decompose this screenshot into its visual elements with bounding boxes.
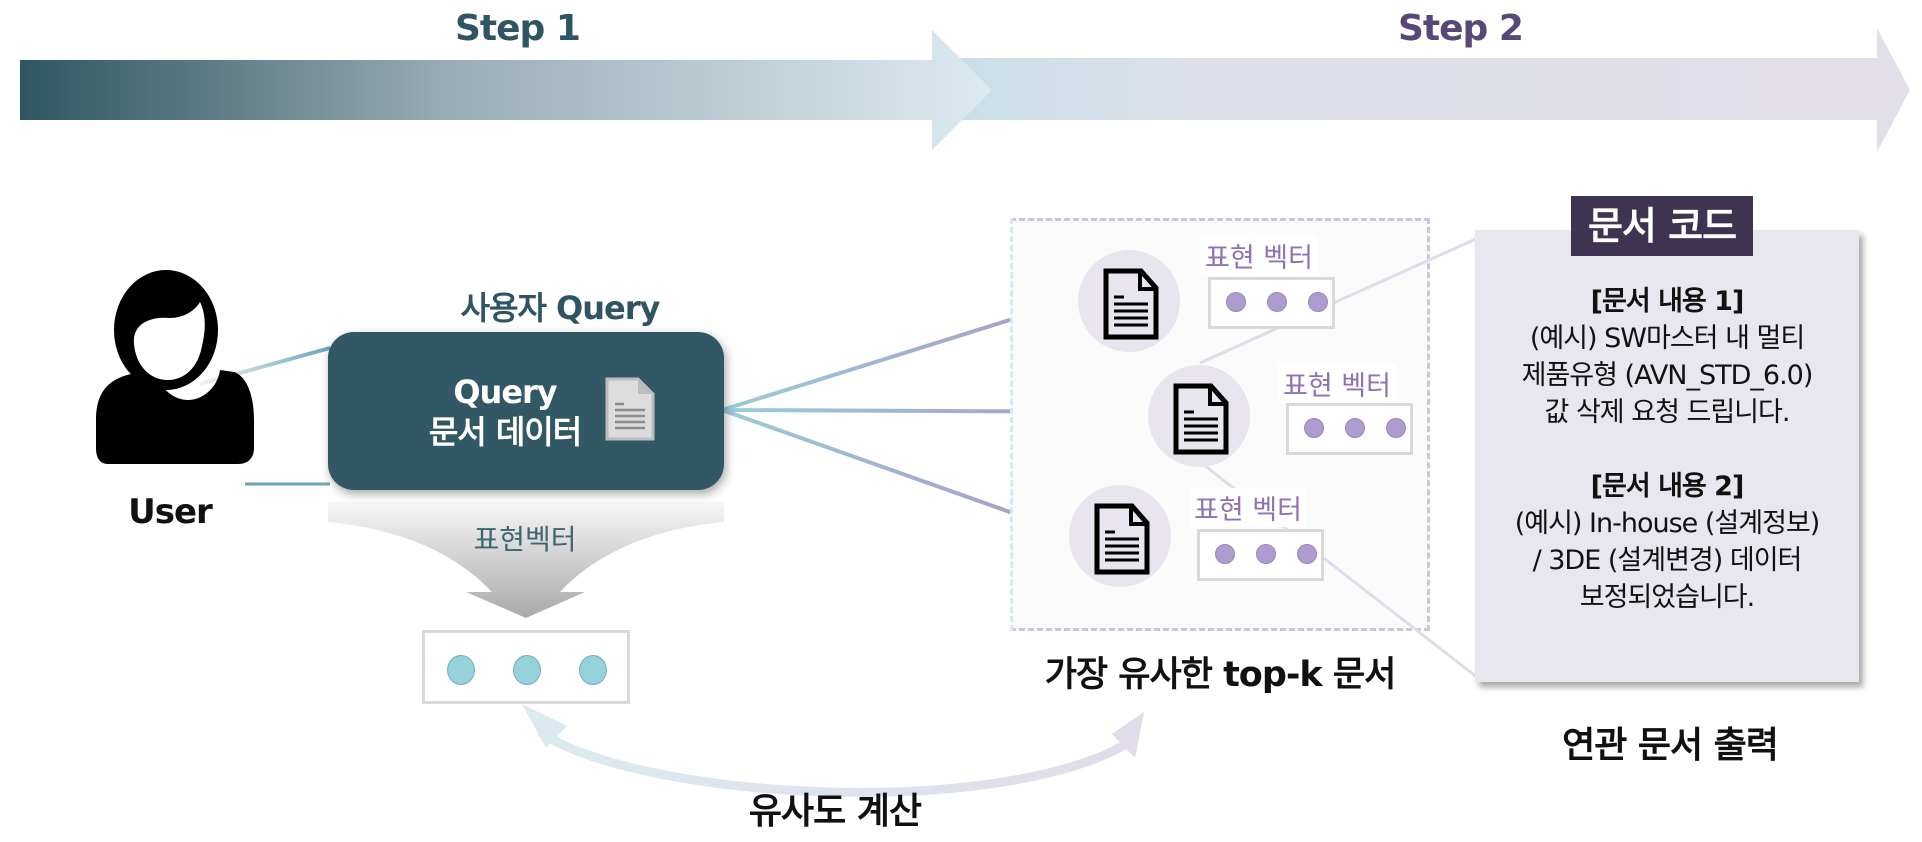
output-item-1-line: (예시) SW마스터 내 멀티: [1529, 323, 1805, 354]
vector-dot: [1386, 418, 1406, 438]
document-icon: [1094, 503, 1150, 575]
vector-dot: [1226, 292, 1246, 312]
output-item-2-heading: [문서 내용 2]: [1590, 471, 1745, 502]
document-icon: [605, 377, 655, 441]
doc-2-vector-label: 표현 벡터: [1278, 364, 1396, 403]
step1-arrow: [20, 30, 992, 150]
output-label: 연관 문서 출력: [1562, 725, 1779, 766]
vector-dot: [1256, 544, 1276, 564]
vector-dot: [447, 655, 475, 685]
query-box-line2: 문서 데이터: [428, 413, 582, 451]
output-item-2-line: (예시) In-house (설계정보): [1514, 508, 1821, 539]
doc-3-vector-label: 표현 벡터: [1189, 488, 1307, 527]
doc-1-vector-label: 표현 벡터: [1200, 236, 1318, 275]
step1-label: Step 1: [455, 8, 581, 49]
output-item-2-line: / 3DE (설계변경) 데이터: [1532, 545, 1803, 576]
document-icon: [1103, 268, 1159, 340]
vector-dot: [1304, 418, 1324, 438]
output-item-1-line: 값 삭제 요청 드립니다.: [1544, 397, 1791, 428]
funnel-arrow: [328, 502, 724, 618]
user-label: User: [128, 492, 213, 532]
step2-arrow-body: [950, 28, 1910, 152]
output-text: [문서 내용 1] (예시) SW마스터 내 멀티 제품유형 (AVN_STD_…: [1480, 283, 1854, 616]
query-box: [328, 332, 724, 490]
output-item-1-heading: [문서 내용 1]: [1590, 286, 1745, 317]
topk-document-3: [1069, 485, 1171, 587]
doc-1-vector-box: [1208, 277, 1335, 329]
step2-label: Step 2: [1398, 8, 1524, 49]
doc-code-tag: 문서 코드: [1571, 196, 1753, 256]
topk-document-1: [1078, 250, 1180, 352]
vector-dot: [579, 655, 607, 685]
query-vector-box: [422, 630, 630, 704]
vector-dot: [1308, 292, 1328, 312]
similarity-curve: [537, 728, 1133, 797]
document-icon: [1173, 383, 1229, 455]
output-item-2-line: 보정되었습니다.: [1579, 582, 1755, 613]
similarity-arrowhead-left: [522, 704, 567, 748]
user-icon: [96, 270, 254, 464]
topk-region-edge: [1010, 218, 1016, 631]
query-box-line1: Query: [453, 373, 557, 411]
vector-dot: [1345, 418, 1365, 438]
topk-document-2: [1148, 365, 1250, 467]
output-item-1-line: 제품유형 (AVN_STD_6.0): [1521, 360, 1814, 391]
similarity-label: 유사도 계산: [748, 791, 922, 832]
vector-dot: [1297, 544, 1317, 564]
vector-dot: [513, 655, 541, 685]
vector-dot: [1267, 292, 1287, 312]
vector-dot: [1215, 544, 1235, 564]
topk-label: 가장 유사한 top-k 문서: [1044, 655, 1397, 695]
doc-3-vector-box: [1197, 529, 1324, 581]
query-box-text: Query 문서 데이터: [390, 372, 620, 452]
similarity-arrowhead-right: [1112, 712, 1144, 758]
query-title: 사용자 Query: [460, 289, 661, 327]
output-panel: [1475, 230, 1859, 682]
doc-2-vector-box: [1286, 403, 1413, 455]
representation-vector-label: 표현벡터: [473, 523, 577, 556]
